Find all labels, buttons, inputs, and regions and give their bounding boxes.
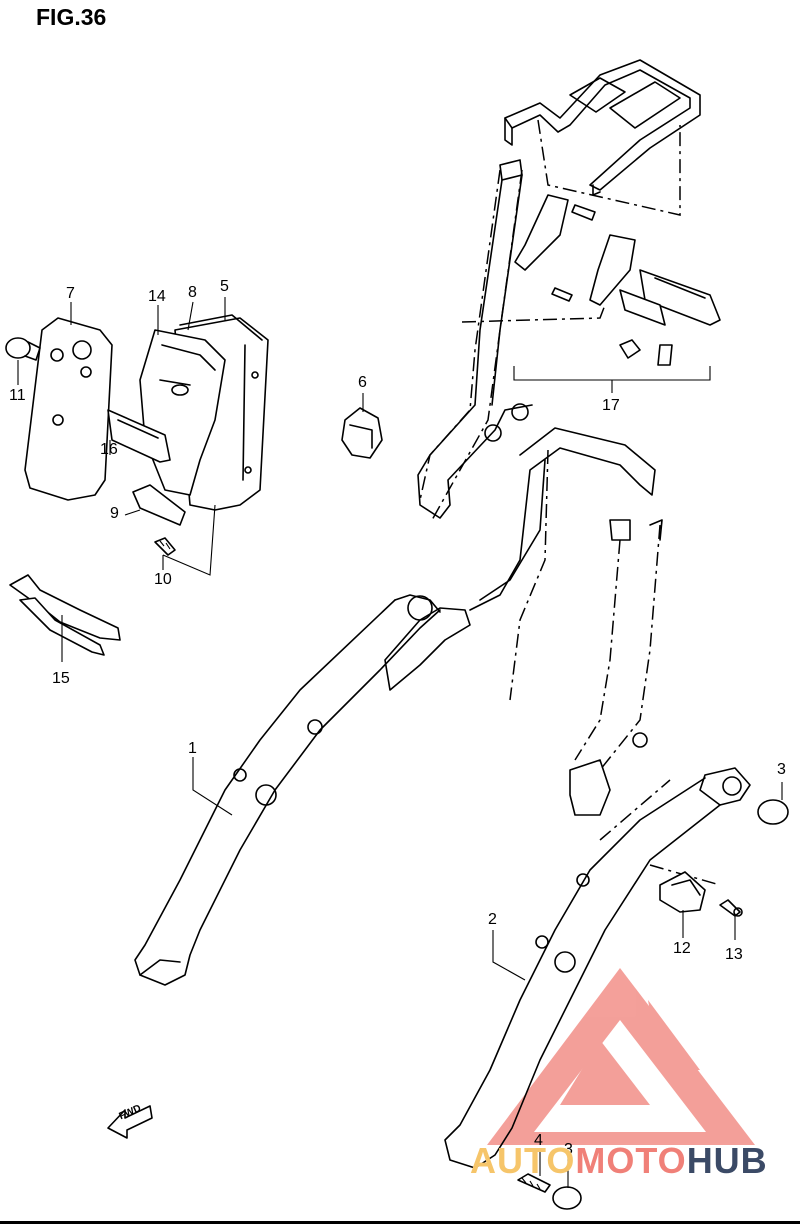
sissy-bar-hoop (469, 427, 663, 816)
callout-8: 8 (188, 284, 197, 301)
callout-5: 5 (220, 278, 229, 295)
pliers-15 (9, 574, 121, 656)
sissy-bar-upright-left (417, 159, 533, 519)
watermark-part-hub: HUB (686, 1140, 768, 1181)
callout-2: 2 (488, 911, 497, 928)
forward-arrow-icon (107, 1105, 153, 1139)
callout-3-lower: 3 (564, 1141, 573, 1158)
callout-11: 11 (9, 387, 26, 404)
frame-arm-right (444, 767, 751, 1169)
plug-cap-upper (757, 799, 789, 825)
license-bracket-7 (24, 317, 113, 501)
bracket-6 (341, 407, 383, 459)
grommet-11 (5, 337, 41, 361)
callout-13: 13 (725, 946, 743, 963)
watermark-part-moto: MOTO (575, 1140, 687, 1181)
leader-lines (17, 297, 783, 1188)
callout-17: 17 (602, 397, 620, 414)
rear-carrier-rack (504, 59, 701, 196)
cushion-9 (132, 484, 186, 526)
clamp-12 (659, 871, 706, 913)
plug-cap-lower (552, 1186, 582, 1210)
callout-14: 14 (148, 288, 166, 305)
callout-6: 6 (358, 374, 367, 391)
watermark-text: AUTOMOTOHUB (470, 1140, 768, 1182)
callout-3-upper: 3 (777, 761, 786, 778)
frame-arm-left (134, 594, 471, 986)
bottom-border (0, 1221, 800, 1224)
sissy-bar-outline (419, 119, 721, 886)
callout-4: 4 (534, 1132, 543, 1149)
callout-7: 7 (66, 285, 75, 302)
callout-15: 15 (52, 670, 70, 687)
watermark-logo-icon (487, 968, 755, 1145)
callout-12: 12 (673, 940, 691, 957)
rack-brackets (513, 194, 721, 393)
bolt-10 (154, 537, 176, 556)
callout-1: 1 (188, 740, 197, 757)
bolt-4 (517, 1173, 551, 1193)
callout-10: 10 (154, 571, 172, 588)
callout-9: 9 (110, 505, 119, 522)
bolt-13 (719, 899, 743, 917)
watermark-part-auto: AUTO (470, 1140, 576, 1181)
strap-16 (107, 409, 171, 463)
figure-title: FIG.36 (36, 4, 107, 30)
callout-16: 16 (100, 441, 118, 458)
